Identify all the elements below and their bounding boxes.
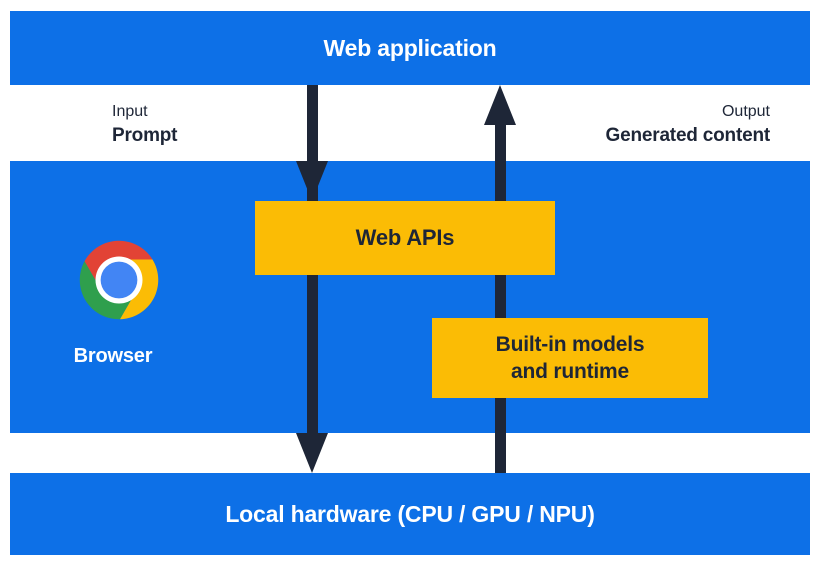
web-apis-box: Web APIs	[255, 201, 555, 275]
local-hardware-label: Local hardware (CPU / GPU / NPU)	[225, 501, 595, 527]
input-labels: Input Prompt	[112, 101, 178, 148]
web-application-label: Web application	[323, 35, 497, 61]
web-application-bar: Web application	[10, 11, 810, 85]
builtin-models-label-line1: Built-in models	[495, 333, 645, 356]
up-arrowhead-icon	[484, 85, 516, 125]
down-arrowhead-icon	[296, 433, 328, 473]
builtin-models-box: Built-in models and runtime	[432, 318, 708, 398]
up-arrow	[495, 122, 506, 473]
local-hardware-bar: Local hardware (CPU / GPU / NPU)	[10, 473, 810, 555]
builtin-models-label-line2: and runtime	[511, 360, 629, 383]
generated-content-label: Generated content	[605, 125, 771, 146]
web-apis-label: Web APIs	[355, 225, 455, 250]
output-label: Output	[721, 103, 770, 120]
chrome-logo-icon	[79, 240, 159, 320]
input-label: Input	[112, 103, 148, 120]
browser-label: Browser	[73, 345, 153, 367]
output-labels: Output Generated content	[605, 101, 771, 148]
down-arrowhead-icon	[296, 161, 328, 201]
prompt-label: Prompt	[112, 125, 178, 146]
